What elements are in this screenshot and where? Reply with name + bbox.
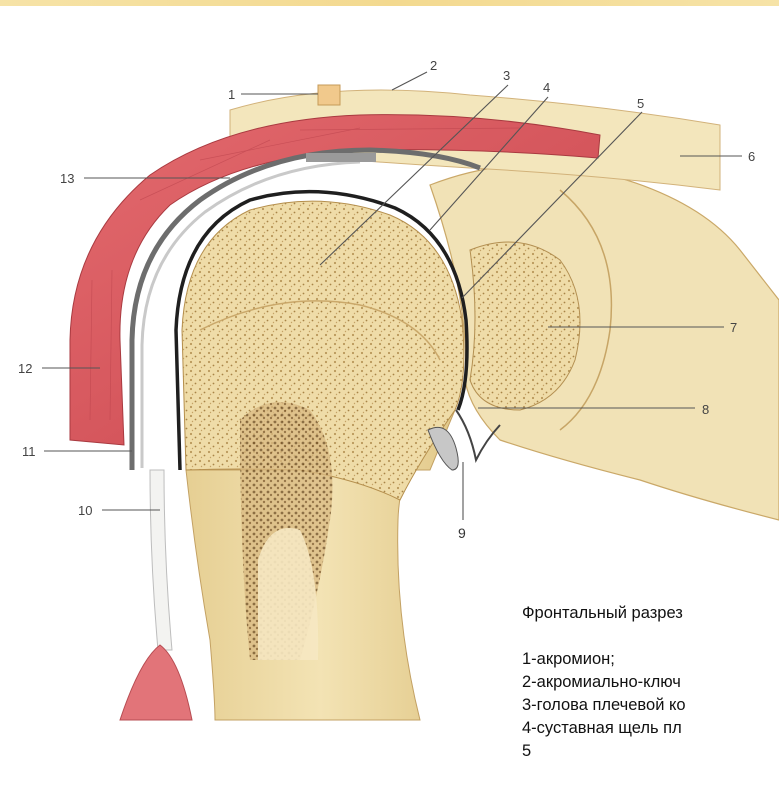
label-4: 4 [543, 80, 550, 95]
label-9: 9 [458, 525, 466, 541]
biceps-tendon [150, 470, 172, 650]
label-11: 11 [22, 444, 36, 459]
caption-item-3: 3-голова плечевой ко [522, 694, 779, 717]
label-2: 2 [430, 58, 437, 73]
figure-caption: Фронтальный разрез 1-акромион; 2-акромиа… [522, 602, 779, 801]
caption-item-5: 5 [522, 740, 779, 763]
label-7: 7 [730, 320, 737, 335]
label-13: 13 [60, 171, 74, 186]
caption-title: Фронтальный разрез [522, 602, 779, 625]
biceps-muscle [120, 645, 192, 720]
caption-item-1: 1-акромион; [522, 648, 779, 671]
label-8: 8 [702, 402, 709, 417]
label-6: 6 [748, 149, 755, 164]
label-5: 5 [637, 96, 644, 111]
label-1: 1 [228, 87, 235, 102]
bursa-segment [306, 153, 376, 162]
caption-item-2: 2-акромиально-ключ [522, 671, 779, 694]
caption-item-4: 4-суставная щель пл [522, 717, 779, 740]
label-3: 3 [503, 68, 510, 83]
label-10: 10 [78, 503, 92, 518]
label-12: 12 [18, 361, 32, 376]
acromioclavicular-joint [318, 85, 340, 105]
